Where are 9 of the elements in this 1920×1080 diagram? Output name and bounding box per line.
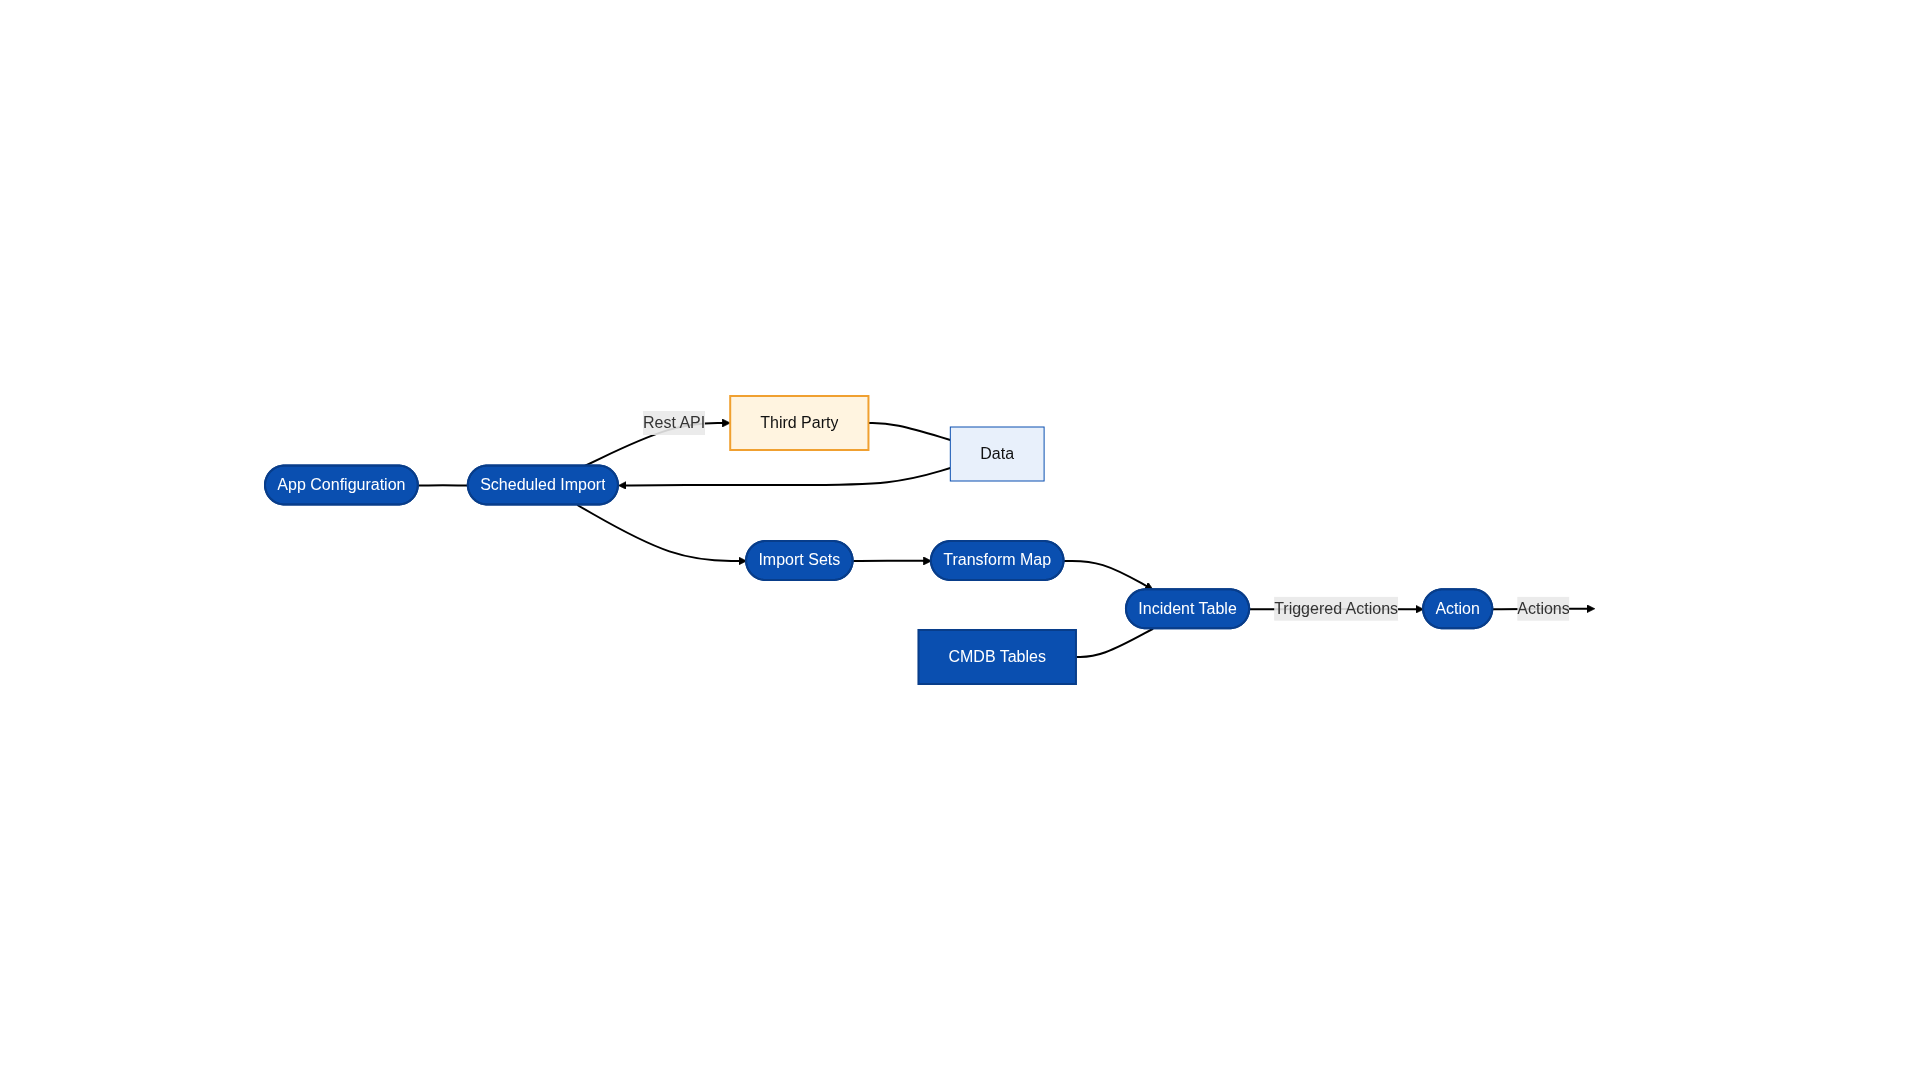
edge-label: Rest API: [643, 414, 706, 431]
node-box: Third Party: [729, 395, 870, 451]
edge-label: Triggered Actions: [1274, 599, 1399, 617]
edge-label: Actions: [1517, 599, 1570, 617]
arrow: [852, 556, 932, 566]
arrow: [618, 467, 952, 490]
arrow: [1063, 559, 1154, 591]
node-box: Data: [949, 426, 1045, 482]
node-box: CMDB Tables: [917, 629, 1078, 685]
